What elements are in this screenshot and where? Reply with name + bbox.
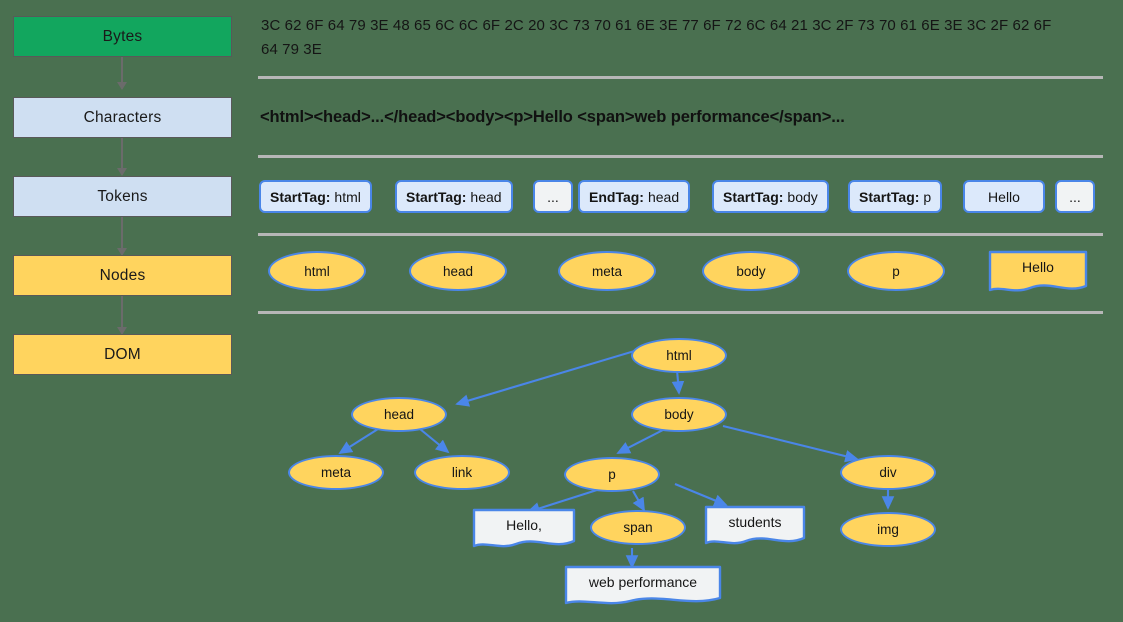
token-chip[interactable]: EndTag: head — [578, 180, 691, 213]
token-chip-text[interactable]: Hello — [963, 180, 1045, 213]
pipeline-arrow-nodes-to-dom — [117, 296, 127, 335]
characters-markup-text: <html><head>...</head><body><p>Hello <sp… — [260, 108, 845, 126]
pipeline-arrow-tokens-to-nodes — [117, 217, 127, 256]
node-label: students — [728, 514, 782, 530]
tree-node-head[interactable]: head — [351, 397, 447, 432]
tree-node-img[interactable]: img — [840, 512, 936, 547]
pipeline-stage-nodes[interactable]: Nodes — [13, 255, 232, 296]
tree-node-p[interactable]: p — [564, 457, 660, 492]
divider-nodes — [258, 311, 1103, 314]
pipeline-column: Bytes Characters Tokens Nodes DOM — [0, 0, 250, 622]
node-ellipse-head[interactable]: head — [409, 251, 507, 291]
document-shape-icon — [988, 250, 1088, 292]
node-label: html — [304, 263, 330, 279]
edge-html-body — [671, 369, 685, 395]
token-chip-ellipsis[interactable]: ... — [533, 180, 573, 213]
pipeline-stage-label: Characters — [83, 108, 162, 126]
divider-characters — [258, 155, 1103, 158]
node-label: body — [736, 263, 766, 279]
tree-node-div[interactable]: div — [840, 455, 936, 490]
pipeline-stage-label: Tokens — [97, 187, 148, 205]
node-label: link — [451, 465, 473, 480]
node-label: web performance — [588, 574, 698, 590]
tree-node-link[interactable]: link — [414, 455, 510, 490]
node-label: Hello — [1022, 259, 1054, 275]
pipeline-stage-characters[interactable]: Characters — [13, 97, 232, 138]
document-shape-icon — [472, 508, 576, 548]
tree-node-students-text[interactable]: students — [704, 505, 806, 547]
token-chip[interactable]: StartTag: head — [395, 180, 513, 213]
token-chip[interactable]: StartTag: html — [259, 180, 372, 213]
token-chip-ellipsis[interactable]: ... — [1055, 180, 1095, 213]
tree-node-body[interactable]: body — [631, 397, 727, 432]
detail-panel: 3C 62 6F 64 79 3E 48 65 6C 6C 6F 2C 20 3… — [250, 0, 1123, 622]
pipeline-stage-label: DOM — [104, 345, 141, 363]
node-ellipse-body[interactable]: body — [702, 251, 800, 291]
node-ellipse-meta[interactable]: meta — [558, 251, 656, 291]
node-label: meta — [591, 263, 622, 279]
token-name: ... — [547, 188, 559, 205]
token-chip[interactable]: StartTag: p — [848, 180, 943, 213]
token-kind: StartTag: — [270, 188, 331, 205]
token-kind: StartTag: — [859, 188, 920, 205]
bytes-hex-text: 3C 62 6F 64 79 3E 48 65 6C 6C 6F 2C 20 3… — [261, 17, 1052, 58]
node-label: Hello, — [506, 517, 542, 533]
token-name: head — [470, 188, 502, 205]
node-label: html — [666, 348, 692, 363]
pipeline-stage-bytes[interactable]: Bytes — [13, 16, 232, 57]
node-label: p — [892, 263, 900, 279]
node-label: span — [623, 520, 653, 535]
node-label: p — [608, 467, 616, 482]
token-kind: EndTag: — [589, 188, 644, 205]
pipeline-stage-dom[interactable]: DOM — [13, 334, 232, 375]
edge-p-span — [632, 490, 645, 512]
node-document-hello[interactable]: Hello — [988, 250, 1088, 294]
token-name: head — [647, 188, 680, 205]
token-chip[interactable]: StartTag: body — [712, 180, 829, 213]
node-label: head — [442, 263, 474, 279]
tree-node-hello-text[interactable]: Hello, — [472, 508, 576, 550]
token-name: body — [787, 188, 818, 205]
pipeline-arrow-characters-to-tokens — [117, 138, 127, 176]
pipeline-stage-tokens[interactable]: Tokens — [13, 176, 232, 217]
node-label: div — [879, 465, 897, 480]
pipeline-arrow-bytes-to-characters — [117, 57, 127, 90]
edge-body-p — [616, 429, 664, 454]
node-ellipse-p[interactable]: p — [847, 251, 945, 291]
pipeline-stage-label: Bytes — [102, 27, 143, 45]
edge-p-students — [674, 483, 728, 507]
tree-node-span[interactable]: span — [590, 510, 686, 545]
divider-bytes — [258, 76, 1103, 79]
node-label: body — [664, 407, 694, 422]
token-name: Hello — [988, 188, 1020, 205]
node-label: head — [383, 407, 415, 422]
divider-tokens — [258, 233, 1103, 236]
token-kind: StartTag: — [406, 188, 467, 205]
tree-node-meta[interactable]: meta — [288, 455, 384, 490]
edge-head-link — [419, 428, 450, 454]
node-label: meta — [320, 465, 351, 480]
token-kind: StartTag: — [723, 188, 784, 205]
node-ellipse-html[interactable]: html — [268, 251, 366, 291]
tree-node-webperformance-text[interactable]: web performance — [564, 565, 722, 607]
edge-body-div — [722, 424, 859, 463]
edge-head-meta — [338, 428, 379, 455]
pipeline-stage-label: Nodes — [99, 266, 146, 284]
token-name: html — [334, 188, 361, 205]
node-label: img — [877, 522, 899, 537]
document-shape-icon — [704, 505, 806, 545]
document-shape-icon — [564, 565, 722, 605]
token-name: p — [923, 188, 932, 205]
token-name: ... — [1069, 188, 1081, 205]
tree-node-html[interactable]: html — [631, 338, 727, 373]
